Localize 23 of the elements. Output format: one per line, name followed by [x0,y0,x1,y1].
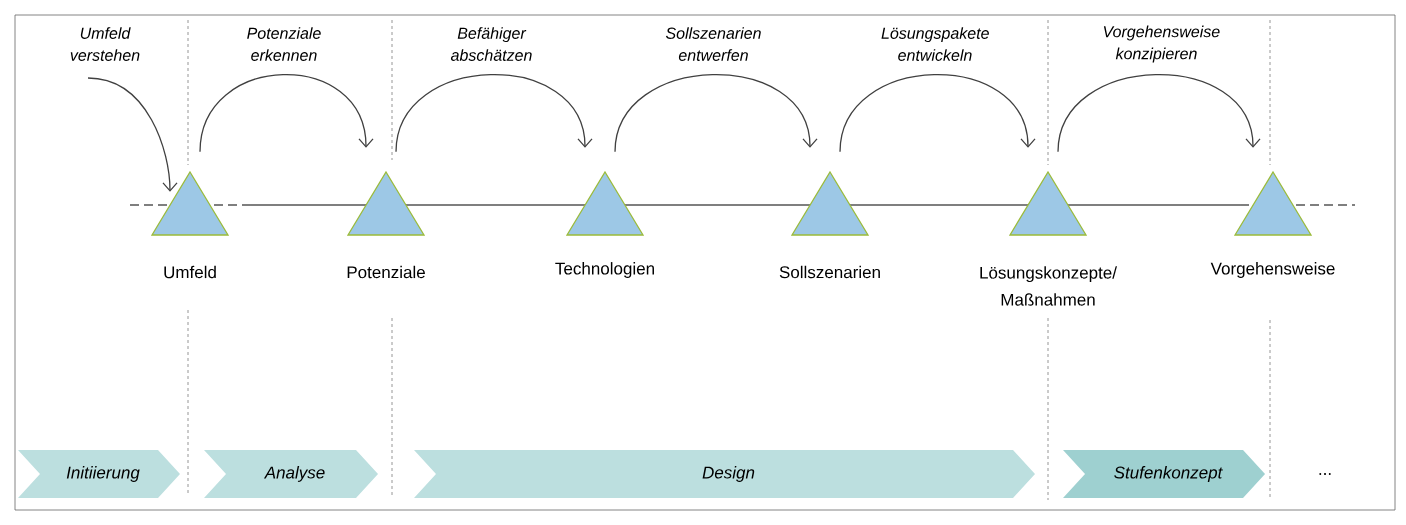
edge-label: Befähiger abschätzen [450,27,532,61]
edge-label: Umfeld verstehen [70,27,140,61]
phase-band: Initiierung [18,450,180,498]
milestone-label: Umfeld [164,265,216,279]
edge-label: Vorgehensweise konzipieren [1103,25,1220,63]
curved-arrow [395,73,593,153]
milestone-label: Technologien [555,262,654,278]
phase-band: Design [414,450,1035,498]
curved-arrow [614,73,818,153]
edge-label: Sollszenarien entwerfen [665,27,761,61]
edge-label: Potenziale erkennen [247,27,321,61]
phase-band: Stufenkonzept [1063,450,1265,498]
ellipsis-label: ... [1319,473,1331,475]
milestone-label: Lösungskonzepte/ Maßnahmen [980,266,1117,306]
milestone-label: Sollszenarien [779,265,880,279]
curved-arrow [199,73,374,153]
curved-arrow [1057,73,1261,153]
curved-arrow [839,73,1036,153]
milestone-label: Vorgehensweise [1210,262,1335,278]
milestone-label: Potenziale [347,265,425,279]
phase-band: Analyse [204,450,378,498]
curved-arrow [87,77,178,192]
edge-label: Lösungspakete entwickeln [881,27,989,61]
